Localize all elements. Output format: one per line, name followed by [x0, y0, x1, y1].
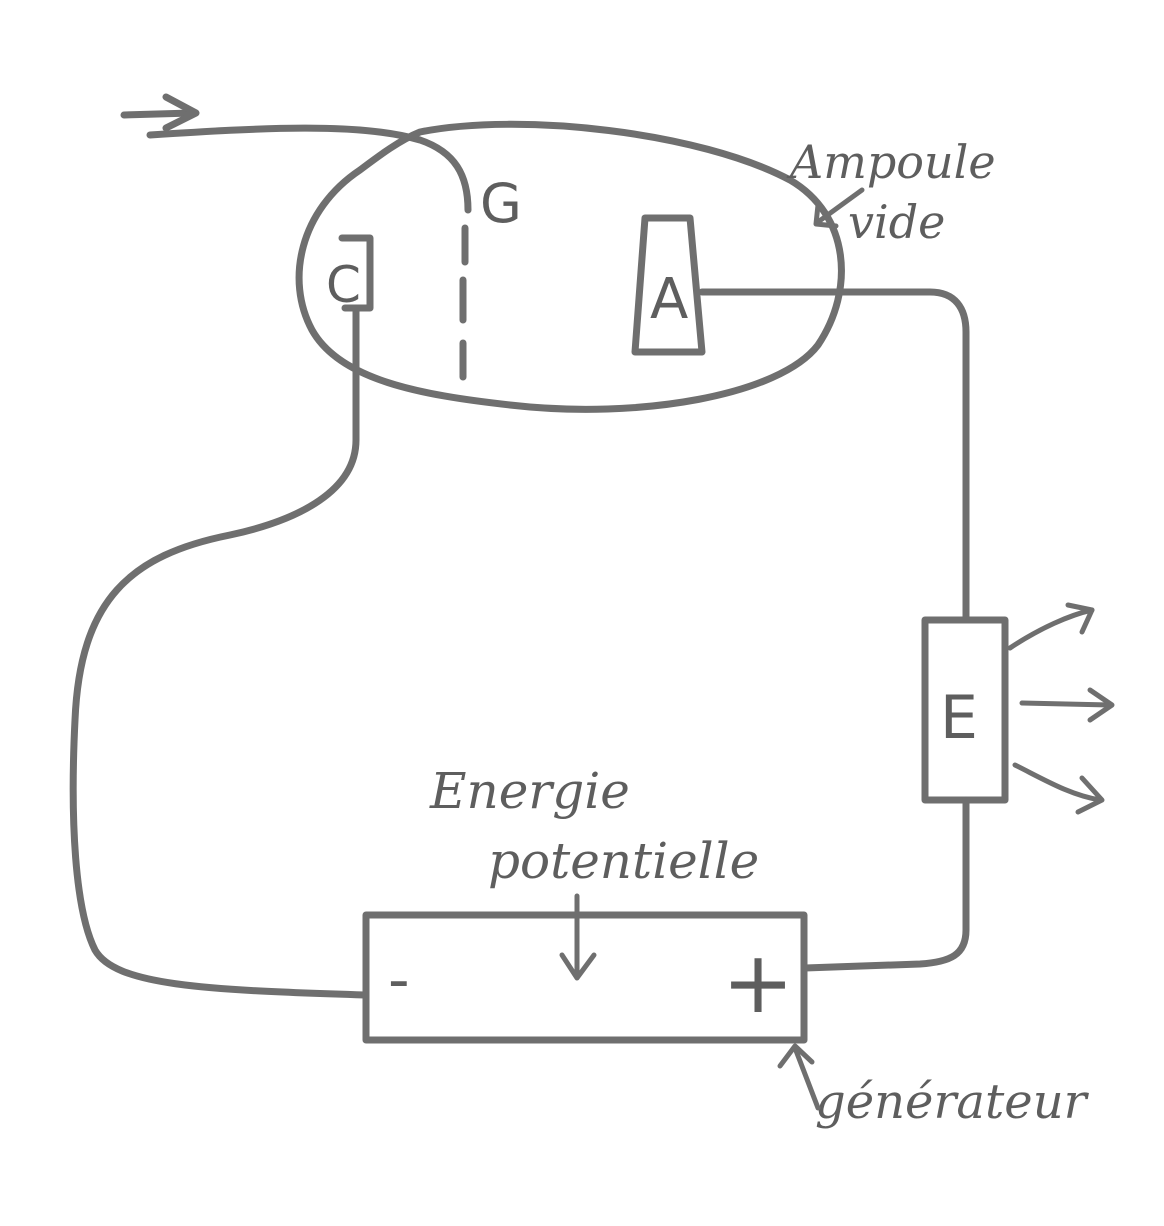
emitter-to-battery-wire	[801, 796, 970, 972]
ampoule-label-line1: Ampoule	[786, 135, 996, 189]
battery-plus-label: +	[722, 933, 794, 1033]
battery-box	[362, 911, 808, 1044]
energy-down-arrow	[559, 893, 597, 981]
ampoule-pointer-arrow	[813, 187, 865, 229]
ampoule-label-line2: vide	[848, 195, 945, 249]
emitter-label: E	[940, 683, 978, 753]
vacuum-bulb	[295, 120, 845, 413]
energy-label-line2: potentielle	[488, 832, 759, 890]
anode-plate	[631, 214, 706, 356]
incoming-arrow	[120, 93, 200, 132]
battery-minus-label: -	[388, 945, 410, 1015]
energy-label-line1: Energie	[429, 762, 630, 820]
grid-wire	[146, 124, 472, 214]
grid-label: G	[480, 172, 522, 235]
emission-arrows	[1007, 602, 1115, 815]
generator-label: générateur	[815, 1074, 1090, 1130]
cathode-label: C	[326, 256, 361, 314]
generator-pointer-arrow	[777, 1043, 821, 1111]
grid-dashes	[459, 224, 469, 381]
anode-label: A	[650, 267, 688, 332]
anode-wire	[698, 288, 970, 622]
cathode-wire	[69, 304, 369, 999]
